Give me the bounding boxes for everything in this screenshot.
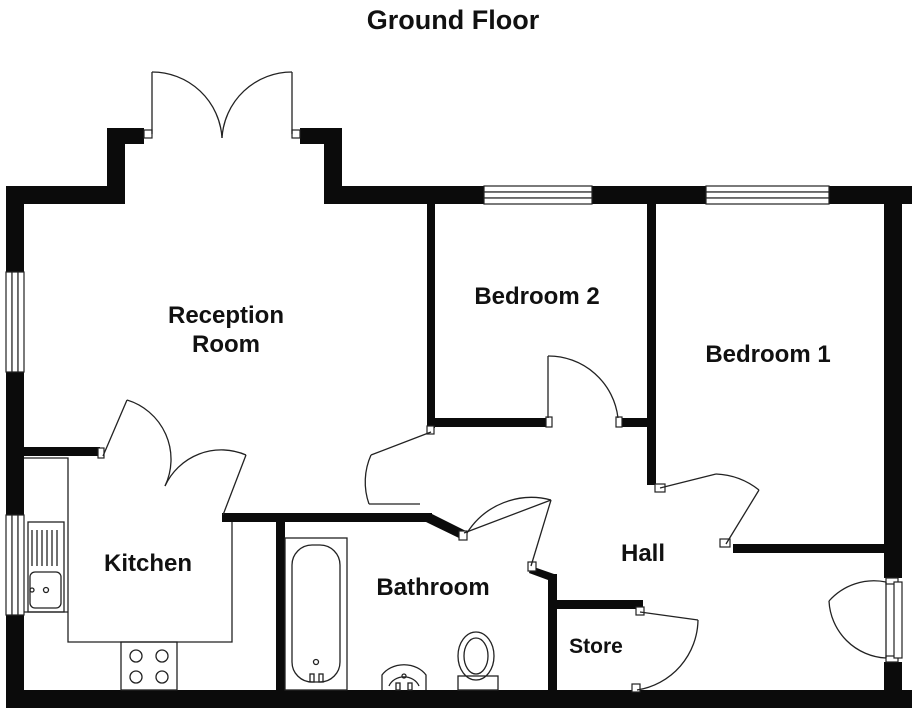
floor-title: Ground Floor bbox=[367, 5, 540, 35]
bath-icon bbox=[284, 537, 348, 691]
room-label-bedroom-2: Bedroom 2 bbox=[474, 283, 599, 310]
kitchen-double-door bbox=[97, 399, 247, 516]
front-door bbox=[828, 577, 903, 663]
bathroom-fixtures bbox=[284, 537, 499, 691]
bedroom2-door bbox=[545, 355, 623, 428]
doors bbox=[97, 71, 903, 693]
interior-walls bbox=[24, 204, 884, 690]
hall-reception-door bbox=[364, 425, 435, 505]
bathroom-door bbox=[458, 496, 552, 572]
hob-icon bbox=[120, 641, 178, 691]
room-label-reception: Reception bbox=[168, 302, 284, 329]
room-label-kitchen: Kitchen bbox=[104, 550, 192, 577]
toilet-icon bbox=[457, 631, 499, 691]
room-label-store: Store bbox=[569, 635, 623, 658]
windows bbox=[5, 185, 830, 616]
room-label-bathroom: Bathroom bbox=[376, 574, 489, 601]
bedroom1-door bbox=[654, 473, 760, 548]
basin-icon bbox=[381, 664, 427, 691]
room-label-bedroom-1: Bedroom 1 bbox=[705, 341, 830, 368]
room-label-reception-room: Room bbox=[192, 331, 260, 358]
french-doors bbox=[143, 71, 301, 144]
store-door bbox=[631, 606, 699, 693]
sink-icon bbox=[27, 521, 65, 613]
room-label-hall: Hall bbox=[621, 540, 665, 567]
kitchen-fixtures bbox=[24, 457, 233, 691]
